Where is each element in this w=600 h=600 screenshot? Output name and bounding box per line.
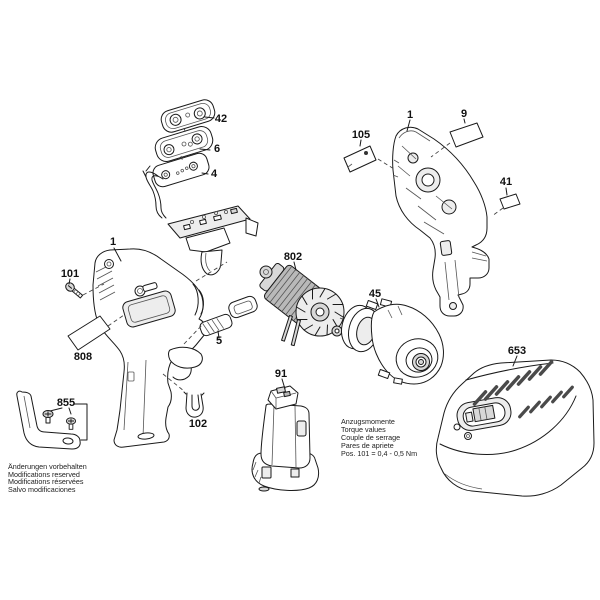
sticker-9 xyxy=(449,122,484,148)
housing-right xyxy=(392,126,490,317)
battery-91 xyxy=(251,385,320,492)
label-802: 802 xyxy=(284,251,302,263)
label-6: 6 xyxy=(214,143,220,155)
part-number-labels: 42 6 4 1 101 808 855 102 5 802 45 91 653… xyxy=(57,108,526,430)
charger-button xyxy=(464,432,472,440)
gearbox-45 xyxy=(341,298,444,385)
label-1-right: 1 xyxy=(407,109,413,121)
housing-left xyxy=(92,248,207,448)
charger-vents xyxy=(472,360,574,419)
label-653: 653 xyxy=(508,345,526,357)
label-41: 41 xyxy=(500,176,512,188)
footer-note-line-2: Modifications reserved xyxy=(8,470,80,479)
label-105: 105 xyxy=(352,129,370,141)
torque-note-line-4: Pares de apriete xyxy=(341,441,394,450)
footer-note-line-3: Modifications réservées xyxy=(8,477,84,486)
footer-note-line-1: Änderungen vorbehalten xyxy=(8,462,87,471)
u-clip-102 xyxy=(183,391,205,418)
cover-plate-42 xyxy=(160,99,216,133)
clip-screw-2 xyxy=(65,417,77,430)
contact-plate-4 xyxy=(142,152,210,219)
switch-module xyxy=(167,205,259,276)
info-sticker-808 xyxy=(67,315,111,351)
torque-note-line-3: Couple de serrage xyxy=(341,433,400,442)
clip-screw-1 xyxy=(42,410,54,424)
charger-led xyxy=(453,423,461,431)
motor-armature-802 xyxy=(259,263,345,347)
motor-fan xyxy=(295,287,345,337)
footer-note: Änderungen vorbehalten Modifications res… xyxy=(8,462,87,494)
torque-note-line-1: Anzugsmomente xyxy=(341,417,395,426)
seal-frame-6 xyxy=(154,126,214,162)
label-5: 5 xyxy=(216,335,222,347)
footer-note-line-4: Salvo modificaciones xyxy=(8,485,76,494)
torque-note-line-2: Torque values xyxy=(341,425,386,434)
label-101: 101 xyxy=(61,268,79,280)
charger-slot xyxy=(456,397,512,431)
label-102: 102 xyxy=(189,418,207,430)
motor-leads xyxy=(281,315,301,347)
sticker-105 xyxy=(343,145,377,173)
torque-note: Anzugsmomente Torque values Couple de se… xyxy=(341,417,417,458)
label-1-left: 1 xyxy=(110,236,116,248)
label-45: 45 xyxy=(369,288,381,300)
label-808: 808 xyxy=(74,351,92,363)
sticker-41 xyxy=(499,193,521,210)
label-42: 42 xyxy=(215,113,227,125)
label-4: 4 xyxy=(211,168,218,180)
charger-653 xyxy=(435,359,595,497)
label-9: 9 xyxy=(461,108,467,120)
screw-101 xyxy=(65,282,84,299)
trigger-flap xyxy=(168,346,203,369)
label-855: 855 xyxy=(57,397,75,409)
torque-note-line-5: Pos. 101 = 0,4 - 0,5 Nm xyxy=(341,449,417,458)
belt-clip-855 xyxy=(16,390,81,450)
slider-5 xyxy=(199,295,258,337)
label-91: 91 xyxy=(275,368,287,380)
